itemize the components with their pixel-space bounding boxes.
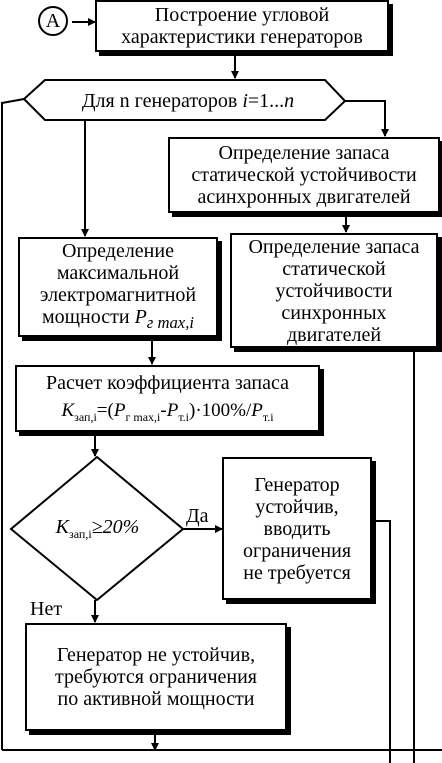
sync-line-4: синхронных [281,301,387,324]
async-line-1: Определение запаса [218,142,390,164]
loop-i: i [242,90,248,112]
calc-k: K [61,400,75,421]
connector-label: А [45,9,61,32]
unstable-line-2: требуются ограничения [54,666,258,688]
calc-p2: P [166,400,179,421]
maxpower-line-4: мощности Pг max,i [42,306,194,334]
calc-formula: Kзап,i=(Pг max,i-Pт.i)·100%/Pт.i [61,400,273,428]
connector-a: А [38,6,68,36]
decision-cond: ≥20% [91,516,140,538]
stable-line-5: не требуется [243,561,351,584]
sync-line-3: устойчивости [275,279,393,302]
calc-eq-open: =( [96,400,114,421]
async-line-3: асинхронных двигателей [197,186,411,208]
maxpower-line-2: максимальной [56,262,180,284]
edge-stable-exit [372,520,391,763]
maxpower-last-text: мощности [41,306,135,328]
edge-loop-back [0,98,25,750]
decision-k: K [55,516,70,538]
maxpower-line-1: Определение [62,240,174,262]
sync-box: Определение запаса статической устойчиво… [230,233,438,348]
async-box: Определение запаса статической устойчиво… [168,137,440,213]
stable-box: Генератор устойчив, вводить ограничения … [222,457,372,600]
loop-eq: =1... [247,90,285,112]
maxpower-sub: г max,i [146,313,194,332]
unstable-line-1: Генератор не устойчив, [56,644,256,666]
calc-box: Расчет коэффициента запаса Kзап,i=(Pг ma… [15,365,320,432]
decision-k-sub: зап,i [69,527,92,541]
calc-p3: P [251,400,263,421]
calc-p1: P [113,400,126,421]
unstable-box: Генератор не устойчив, требуются огранич… [25,623,287,731]
stable-line-4: ограничения [242,539,352,562]
sync-line-1: Определение запаса [248,235,420,258]
decision-shape [9,455,185,602]
decision-label: Kзап,i≥20% [30,516,165,545]
calc-p1-sub: г max,i [125,409,161,424]
stable-line-3: вводить [263,517,331,540]
maxpower-p: P [134,306,147,328]
build-line-1: Построение угловой [154,4,330,26]
loop-label: Для n генераторов i=1...n [48,90,328,112]
edge-label-no: Нет [30,598,63,620]
build-box: Построение угловой характеристики генера… [95,0,389,52]
stable-line-2: устойчив, [255,495,339,518]
edge-label-yes: Да [186,505,209,527]
sync-line-2: статической [282,257,386,280]
calc-p2-sub: т.i [178,409,189,424]
calc-p3-sub: т.i [262,409,274,424]
async-line-2: статической устойчивости [191,164,417,186]
calc-minus: - [160,400,167,421]
sync-line-5: двигателей [286,323,382,346]
calc-k-sub: зап,i [74,409,97,424]
calc-title: Расчет коэффициента запаса [45,372,289,394]
build-line-2: характеристики генераторов [121,26,363,48]
loop-n: n [284,90,295,112]
maxpower-line-3: электромагнитной [39,284,197,306]
maxpower-box: Определение максимальной электромагнитно… [18,237,218,337]
edge-loop-to-async [345,100,389,137]
loop-shape [22,79,347,121]
loop-prefix: Для n генераторов [81,90,243,112]
calc-mid: )·100%/ [189,400,252,421]
unstable-line-3: по активной мощности [57,688,255,710]
stable-line-1: Генератор [254,473,340,496]
